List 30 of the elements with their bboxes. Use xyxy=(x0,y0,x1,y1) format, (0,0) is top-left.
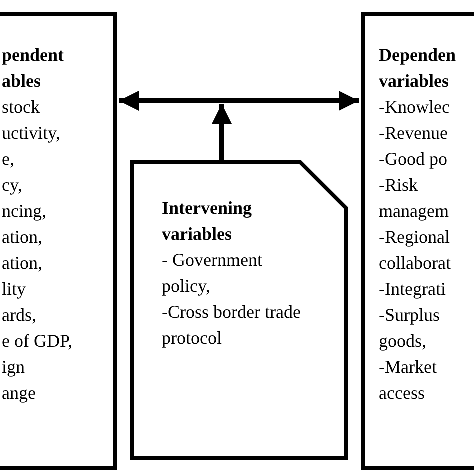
variable-item: -Revenue xyxy=(379,122,449,145)
arrow xyxy=(119,91,359,111)
variable-item: - Government policy, xyxy=(162,249,264,298)
variable-item: cy, xyxy=(2,174,24,197)
variable-item: e, xyxy=(2,148,16,171)
variable-item: ange xyxy=(2,382,37,405)
variable-item: -Cross border trade protocol xyxy=(162,301,302,350)
variable-item: -Integrati xyxy=(379,278,447,301)
variable-item: -Risk xyxy=(379,174,420,197)
variable-item: managem xyxy=(379,200,450,223)
variable-item: access xyxy=(379,382,426,405)
variable-item: -Good po xyxy=(379,148,448,171)
variable-item: ation, xyxy=(2,252,44,275)
box-heading: Intervening variables xyxy=(162,197,252,246)
variable-item: collaborat xyxy=(379,252,452,275)
variable-item: -Surplus xyxy=(379,304,442,327)
arrow xyxy=(212,104,232,160)
variable-item: -Regional xyxy=(379,226,451,249)
variable-item: uctivity, xyxy=(2,122,62,145)
variable-item: ign xyxy=(2,356,26,379)
box-heading: Dependen variables xyxy=(379,44,456,93)
variable-item: ation, xyxy=(2,226,44,249)
variable-item: ards, xyxy=(2,304,38,327)
variable-item: stock xyxy=(2,96,41,119)
variable-item: e of GDP, xyxy=(2,330,72,353)
variable-item: ncing, xyxy=(2,200,48,223)
variable-item: goods, xyxy=(379,330,428,353)
variable-item: -Market xyxy=(379,356,438,379)
variable-item: -Knowlec xyxy=(379,96,451,119)
variable-item: lity xyxy=(2,278,28,301)
